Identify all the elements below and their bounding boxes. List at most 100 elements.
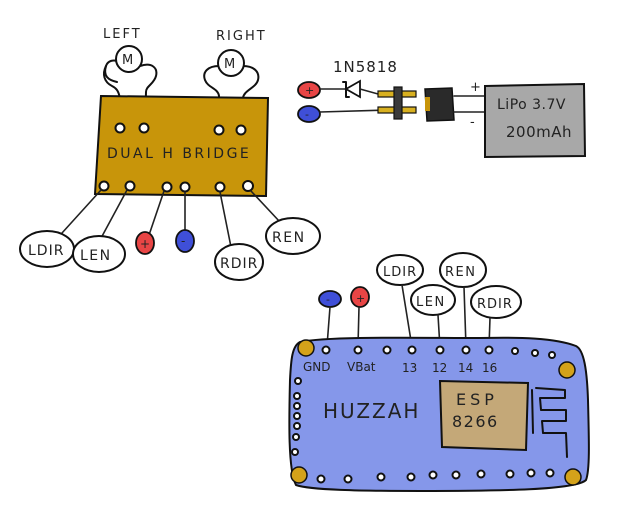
huzzah-title: HUZZAH — [323, 399, 420, 423]
left-motor-body — [115, 45, 143, 73]
wire-rdir — [219, 191, 232, 248]
dual-h-bridge: DUAL H BRIDGE LDIR LEN + - RDIR REN — [19, 94, 321, 281]
huzzah-pin-label-vbat: VBat — [347, 360, 376, 374]
huzzah-plus-sign: + — [356, 292, 365, 305]
huzzah-pin-12 — [435, 345, 445, 355]
mount-hole — [558, 361, 576, 379]
huzzah-pin — [343, 474, 353, 484]
right-motor: RIGHT M — [203, 29, 267, 131]
huzzah-pin — [505, 469, 515, 479]
mount-hole — [290, 466, 308, 484]
huzzah-pin — [451, 470, 461, 480]
power-minus-sign: - — [305, 108, 309, 121]
huzzah-label-rdir: RDIR — [477, 297, 513, 312]
hbridge-label-rdir: RDIR — [220, 256, 258, 272]
hbridge-motor-pin — [114, 122, 126, 134]
wire-13 — [401, 284, 413, 348]
huzzah-pin — [526, 468, 536, 478]
hbridge-label-len: LEN — [80, 248, 112, 264]
huzzah-label-ldir: LDIR — [383, 265, 417, 280]
wire-plus — [147, 190, 165, 239]
huzzah-pin — [511, 347, 519, 355]
huzzah-pin-label-13: 13 — [402, 361, 417, 375]
huzzah-board-group: LDIR LEN REN RDIR - + — [288, 252, 590, 493]
lipo-battery — [484, 82, 587, 159]
huzzah-pin — [476, 469, 486, 479]
esp-module-label-1: ESP — [456, 390, 498, 409]
huzzah-pin — [292, 433, 300, 441]
right-motor-wire-b — [241, 65, 260, 131]
left-motor-wire-b — [139, 63, 158, 128]
battery-plus-sign: + — [470, 80, 481, 95]
mount-hole — [297, 339, 315, 357]
huzzah-label-ren: REN — [445, 265, 476, 280]
header-body — [393, 86, 403, 120]
huzzah-pin-label-gnd: GND — [303, 360, 331, 374]
huzzah-pin-label-16: 16 — [482, 361, 497, 375]
esp-module-label-2: 8266 — [452, 412, 499, 431]
huzzah-pin — [376, 472, 386, 482]
power-plus-terminal — [297, 81, 321, 99]
power-plus-sign: + — [305, 84, 314, 97]
connector-contact — [425, 97, 430, 111]
huzzah-label-rdir-bubble — [470, 285, 522, 319]
hbridge-pin-ldir — [98, 180, 110, 192]
hbridge-label-ldir: LDIR — [28, 243, 64, 259]
hbridge-pin-minus — [179, 181, 191, 193]
huzzah-pin — [294, 377, 302, 385]
huzzah-plus-terminal — [350, 286, 370, 308]
huzzah-pin — [293, 392, 301, 400]
hbridge-plus-terminal — [135, 231, 155, 255]
left-motor-wire-a — [104, 59, 118, 83]
huzzah-label-ren-bubble — [439, 252, 487, 288]
huzzah-label-len: LEN — [416, 295, 446, 310]
huzzah-minus-sign: - — [326, 293, 330, 306]
power-minus-terminal — [297, 105, 321, 123]
hbridge-pin-rdir — [214, 181, 226, 193]
huzzah-label-len-bubble — [410, 284, 456, 316]
hbridge-pin-len — [124, 180, 136, 192]
hbridge-pin-ren — [242, 180, 254, 192]
right-motor-body — [217, 49, 245, 77]
wire-len — [99, 189, 128, 241]
huzzah-pin — [545, 468, 555, 478]
right-motor-symbol: M — [224, 57, 235, 72]
mount-hole — [564, 468, 582, 486]
huzzah-pin — [293, 402, 301, 410]
hbridge-board — [93, 94, 270, 198]
right-motor-wire-a — [203, 65, 221, 131]
wire-ldir — [61, 189, 102, 234]
huzzah-pin-14 — [461, 345, 471, 355]
huzzah-pin — [382, 345, 392, 355]
power-supply: 1N5818 + - + - LiPo 3.7V 200mAh — [297, 58, 587, 159]
hbridge-motor-pin — [213, 124, 225, 136]
right-motor-label: RIGHT — [216, 29, 267, 44]
huzzah-pin-label-14: 14 — [458, 361, 473, 375]
hbridge-label-rdir-bubble — [214, 243, 264, 281]
battery-type-label: LiPo 3.7V — [497, 97, 566, 113]
hbridge-motor-pin — [235, 124, 247, 136]
huzzah-pin-16 — [484, 345, 494, 355]
huzzah-board — [288, 336, 590, 493]
hbridge-minus-sign: - — [181, 234, 185, 248]
hbridge-plus-sign: + — [140, 237, 150, 251]
huzzah-pin-vbat — [353, 345, 363, 355]
diode-icon — [344, 79, 361, 99]
hbridge-minus-terminal — [175, 229, 195, 253]
diode-label: 1N5818 — [333, 58, 398, 76]
hbridge-label-ren-bubble — [265, 217, 321, 255]
hbridge-pin-plus — [161, 181, 173, 193]
hbridge-label-len-bubble — [72, 235, 126, 273]
hbridge-motor-pin — [138, 122, 150, 134]
huzzah-pin — [531, 349, 539, 357]
hbridge-title: DUAL H BRIDGE — [107, 146, 251, 162]
esp8266-module — [438, 379, 530, 452]
huzzah-minus-terminal — [318, 290, 342, 308]
huzzah-pin — [316, 474, 326, 484]
huzzah-pin — [293, 422, 301, 430]
huzzah-label-ldir-bubble — [376, 254, 424, 286]
huzzah-pin-label-12: 12 — [432, 361, 447, 375]
huzzah-pin — [291, 448, 299, 456]
left-motor-symbol: M — [122, 53, 133, 68]
